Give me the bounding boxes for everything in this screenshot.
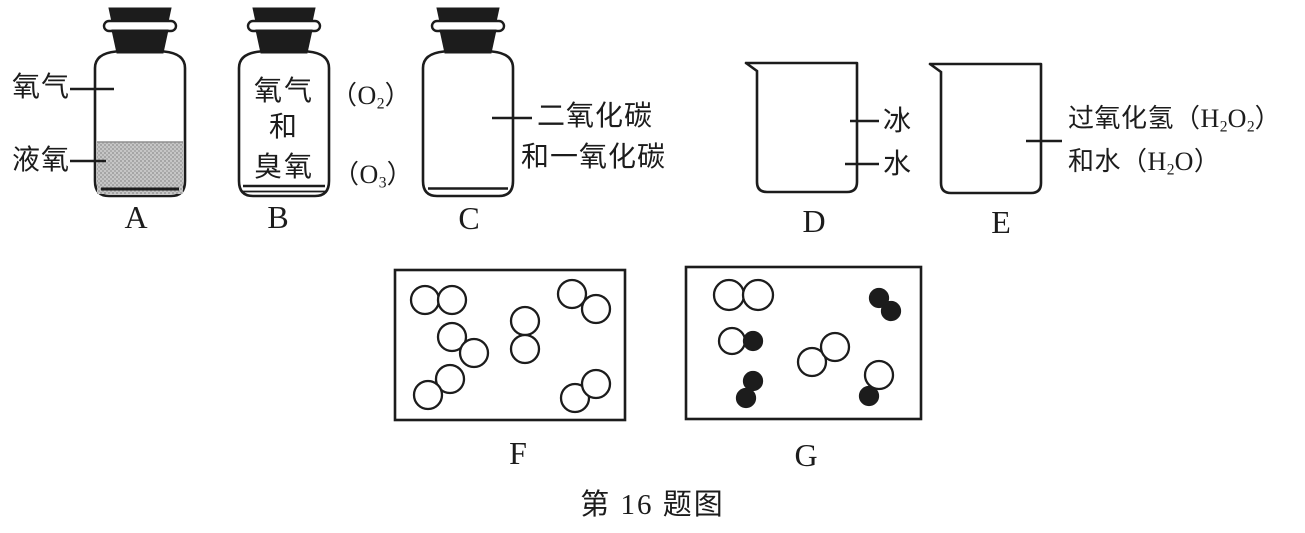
white-atom: [741, 278, 775, 312]
formula-text: （O: [333, 160, 379, 189]
beaker-e: [928, 62, 1062, 195]
white-atom: [712, 278, 746, 312]
black-atom: [735, 387, 757, 409]
label-co2: 二氧化碳: [537, 101, 654, 132]
bottle-a-stopper: [102, 6, 178, 55]
white-atom: [580, 368, 612, 400]
letter-c: C: [458, 200, 480, 236]
black-atom: [858, 385, 880, 407]
label-h2o2: 过氧化氢（H2O2）: [1068, 104, 1281, 136]
white-atom: [434, 363, 466, 395]
formula-text: O）: [1174, 147, 1221, 176]
formula-o3: （O3）: [333, 160, 413, 192]
bottle-c: [421, 6, 532, 198]
figure-caption: 第 16 题图: [580, 489, 725, 521]
bottle-b-content-line2: 和: [268, 112, 299, 143]
letter-a: A: [124, 199, 148, 235]
letter-g: G: [794, 437, 818, 473]
letter-b: B: [267, 199, 289, 235]
beaker-d: [744, 61, 879, 194]
bottle-b-content-line1: 氧气: [253, 76, 314, 107]
bottle-c-body: [421, 50, 515, 198]
formula-text: O: [1227, 104, 1247, 133]
white-atom: [717, 326, 747, 356]
formula-subscript: 2: [1219, 118, 1228, 136]
white-atom: [458, 337, 490, 369]
bottle-a: [70, 6, 187, 198]
black-atom: [742, 330, 764, 352]
white-atom: [436, 284, 468, 316]
formula-o2: （O2）: [331, 81, 411, 113]
molecules-f: [409, 278, 612, 414]
formula-text: 过氧化氢（H: [1068, 104, 1220, 133]
bottle-c-stopper: [430, 6, 506, 55]
label-oxygen-gas: 氧气: [12, 72, 71, 103]
label-co: 和一氧化碳: [521, 142, 667, 173]
label-water: 水: [883, 149, 913, 180]
white-atom: [409, 284, 441, 316]
black-atom: [868, 287, 890, 309]
formula-subscript: 2: [1166, 161, 1175, 179]
formula-text: ）: [384, 81, 412, 110]
black-atom: [742, 370, 764, 392]
letter-e: E: [991, 204, 1011, 240]
white-atom: [559, 382, 591, 414]
white-atom: [819, 331, 851, 363]
bottle-b-stopper: [246, 6, 322, 55]
formula-subscript: 3: [378, 174, 387, 192]
white-atom: [509, 305, 541, 337]
white-atom: [796, 346, 828, 378]
white-atom: [436, 321, 468, 353]
molecules-g: [712, 278, 902, 409]
formula-text: （O: [331, 81, 377, 110]
white-atom: [412, 379, 444, 411]
white-atom: [863, 359, 895, 391]
bottle-b: [237, 6, 331, 198]
beaker-d-body: [744, 61, 859, 194]
letter-f: F: [509, 435, 527, 471]
formula-text: ）: [386, 160, 414, 189]
label-liquid-oxygen: 液氧: [12, 145, 71, 176]
black-atom: [880, 300, 902, 322]
bottle-b-content-line3: 臭氧: [253, 152, 314, 183]
white-atom: [509, 333, 541, 365]
label-ice: 冰: [883, 106, 913, 137]
white-atom: [556, 278, 588, 310]
formula-subscript: 2: [1246, 118, 1255, 136]
formula-text: 和水（H: [1068, 147, 1167, 176]
letter-d: D: [802, 203, 826, 239]
formula-text: ）: [1254, 104, 1282, 133]
formula-subscript: 2: [376, 95, 385, 113]
liquid-oxygen-fill: [97, 142, 183, 194]
label-h2o: 和水（H2O）: [1068, 147, 1220, 179]
white-atom: [580, 293, 612, 325]
beaker-e-body: [928, 62, 1043, 195]
